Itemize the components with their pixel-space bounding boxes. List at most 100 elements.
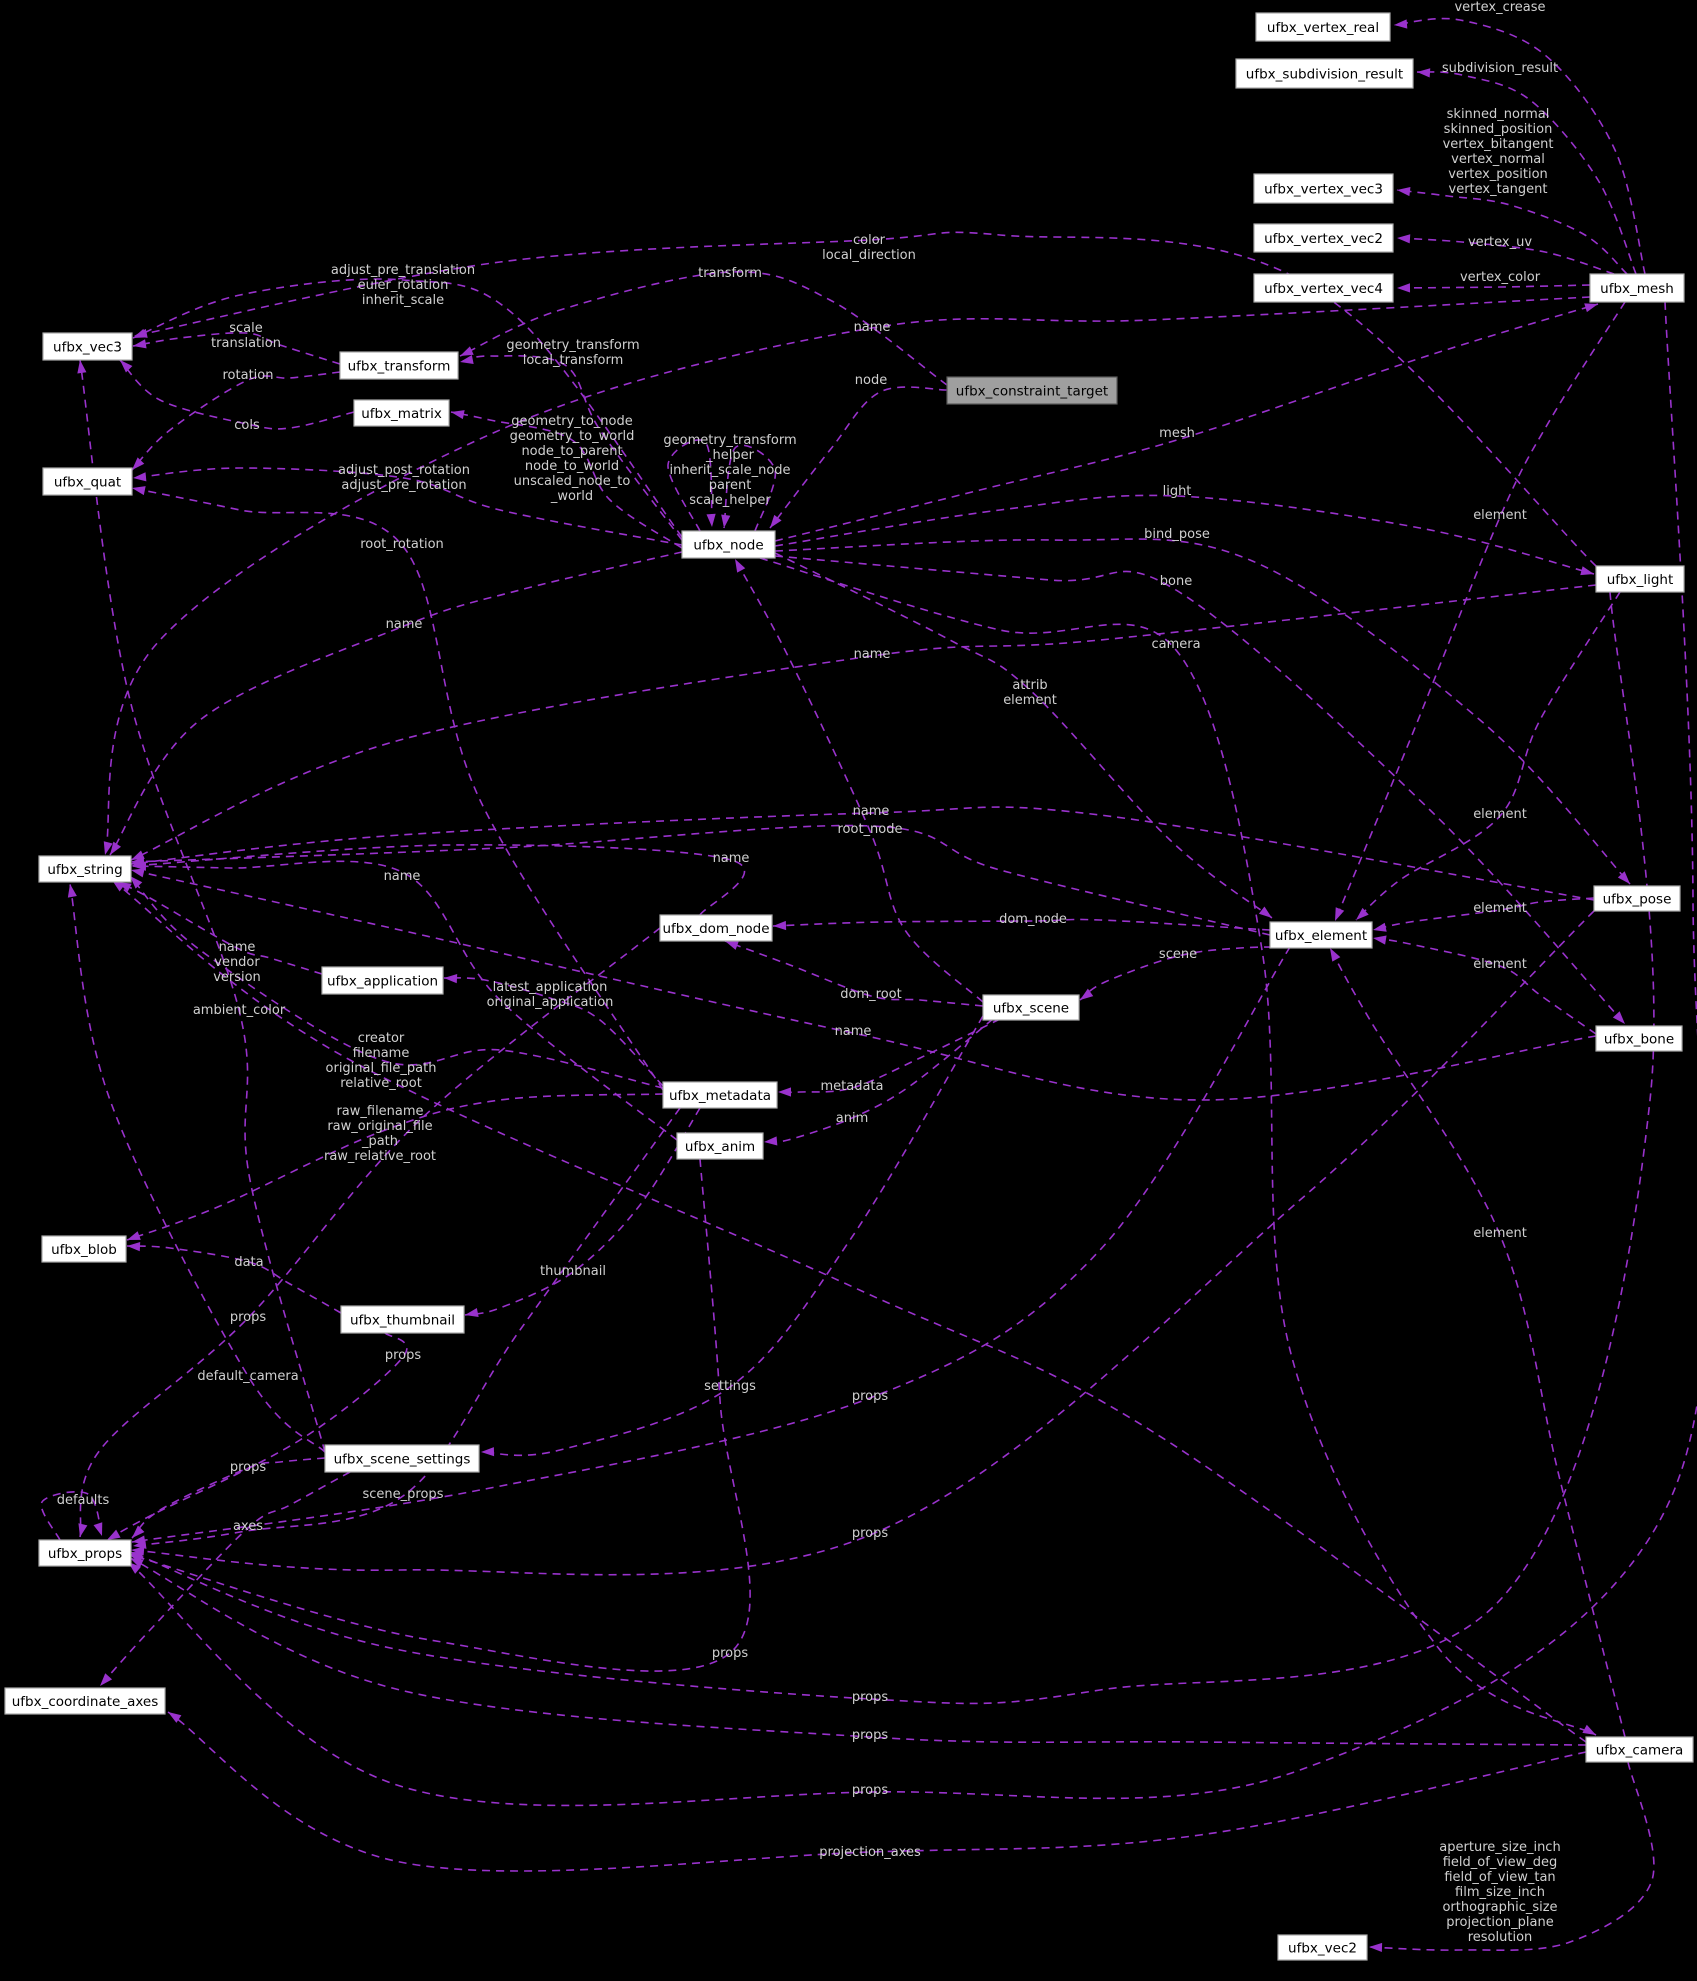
node-ufbx_dom_node[interactable]: ufbx_dom_node xyxy=(659,914,773,942)
arrowhead-ufbx_string xyxy=(131,856,145,867)
node-ufbx_element[interactable]: ufbx_element xyxy=(1269,921,1373,949)
node-label-ufbx_constraint_target: ufbx_constraint_target xyxy=(956,384,1108,400)
node-ufbx_subdivision_result[interactable]: ufbx_subdivision_result xyxy=(1235,58,1414,89)
edge-ufbx_scene_settings-to-ufbx_coordinate_axes xyxy=(99,1471,351,1687)
edge-ufbx_mesh-to-ufbx_subdivision_result xyxy=(1416,71,1637,275)
node-ufbx_anim[interactable]: ufbx_anim xyxy=(676,1132,764,1160)
node-ufbx_vec3[interactable]: ufbx_vec3 xyxy=(42,332,133,361)
edge-ufbx_node-to-ufbx_pose xyxy=(774,538,1631,885)
node-ufbx_blob[interactable]: ufbx_blob xyxy=(41,1235,127,1263)
node-label-ufbx_light: ufbx_light xyxy=(1607,572,1674,588)
arrowhead-ufbx_dom_node xyxy=(725,941,739,950)
edge-label-vertex_color: vertex_color xyxy=(1460,270,1541,285)
node-label-ufbx_subdivision_result: ufbx_subdivision_result xyxy=(1246,67,1403,83)
node-label-ufbx_string: ufbx_string xyxy=(47,862,122,878)
edge-ufbx_matrix-to-ufbx_vec3 xyxy=(119,359,355,430)
edge-ufbx_node-to-ufbx_node xyxy=(723,444,777,532)
node-ufbx_vertex_vec2[interactable]: ufbx_vertex_vec2 xyxy=(1253,223,1394,253)
arrowhead-ufbx_vec3 xyxy=(120,360,133,373)
arrowhead-ufbx_props xyxy=(133,1539,147,1549)
arrowhead-ufbx_blob xyxy=(127,1231,141,1240)
node-ufbx_quat[interactable]: ufbx_quat xyxy=(42,467,133,496)
node-label-ufbx_element: ufbx_element xyxy=(1275,928,1367,944)
arrowhead-ufbx_pose xyxy=(1617,871,1630,884)
node-ufbx_node[interactable]: ufbx_node xyxy=(681,530,776,559)
node-label-ufbx_vec3: ufbx_vec3 xyxy=(53,340,122,356)
edge-ufbx_node-to-ufbx_transform xyxy=(459,355,683,541)
node-ufbx_vertex_vec3[interactable]: ufbx_vertex_vec3 xyxy=(1253,173,1394,204)
node-ufbx_scene[interactable]: ufbx_scene xyxy=(982,994,1080,1021)
node-ufbx_transform[interactable]: ufbx_transform xyxy=(339,351,459,380)
edge-ufbx_metadata-to-ufbx_thumbnail xyxy=(464,1107,701,1316)
node-ufbx_props[interactable]: ufbx_props xyxy=(38,1539,132,1567)
node-ufbx_vertex_real[interactable]: ufbx_vertex_real xyxy=(1255,12,1391,42)
edge-ufbx_node-to-ufbx_camera xyxy=(759,557,1597,1736)
node-label-ufbx_thumbnail: ufbx_thumbnail xyxy=(350,1313,455,1329)
edge-label-metadata: metadata xyxy=(820,1079,883,1094)
arrowhead-ufbx_application xyxy=(444,974,458,984)
edge-ufbx_mesh-to-ufbx_vertex_real xyxy=(1393,17,1646,275)
edge-label-camera: camera xyxy=(1151,637,1200,652)
edge-ufbx_thumbnail-to-ufbx_blob xyxy=(126,1245,342,1314)
edge-label-name: name xyxy=(384,869,421,884)
node-ufbx_thumbnail[interactable]: ufbx_thumbnail xyxy=(340,1305,465,1334)
node-ufbx_metadata[interactable]: ufbx_metadata xyxy=(662,1081,778,1109)
edge-ufbx_camera-to-ufbx_props xyxy=(129,1557,1587,1746)
edge-ufbx_scene-to-ufbx_metadata xyxy=(777,1018,1001,1094)
arrowhead-ufbx_element xyxy=(1335,907,1345,921)
edge-label-props: props xyxy=(712,1646,749,1661)
edge-label-props: props xyxy=(230,1460,267,1475)
node-ufbx_bone[interactable]: ufbx_bone xyxy=(1595,1025,1683,1052)
node-ufbx_application[interactable]: ufbx_application xyxy=(321,966,444,995)
edge-ufbx_node-to-ufbx_element xyxy=(774,552,1273,919)
edge-ufbx_metadata-to-ufbx_props xyxy=(132,1107,681,1547)
arrowhead-ufbx_bone xyxy=(1612,1011,1625,1024)
edge-label-element: element xyxy=(1473,1226,1527,1241)
node-ufbx_scene_settings[interactable]: ufbx_scene_settings xyxy=(324,1444,480,1473)
edge-label-name: name xyxy=(854,647,891,662)
arrowhead-ufbx_props xyxy=(107,1529,121,1540)
node-ufbx_string[interactable]: ufbx_string xyxy=(38,855,132,883)
edge-label-ambient_color: ambient_color xyxy=(193,1003,286,1018)
node-ufbx_pose[interactable]: ufbx_pose xyxy=(1593,885,1681,912)
node-ufbx_constraint_target[interactable]: ufbx_constraint_target xyxy=(946,376,1118,405)
arrowhead-ufbx_transform xyxy=(460,354,474,364)
arrowhead-ufbx_node xyxy=(735,559,746,573)
node-label-ufbx_scene_settings: ufbx_scene_settings xyxy=(334,1452,471,1468)
edge-ufbx_node-to-ufbx_matrix xyxy=(450,411,683,549)
edge-ufbx_scene_settings-to-ufbx_props xyxy=(131,1457,326,1539)
node-ufbx_light[interactable]: ufbx_light xyxy=(1595,565,1685,593)
edge-label-root_rotation: root_rotation xyxy=(360,537,444,552)
node-ufbx_coordinate_axes[interactable]: ufbx_coordinate_axes xyxy=(4,1687,166,1715)
node-ufbx_vertex_vec4[interactable]: ufbx_vertex_vec4 xyxy=(1253,273,1394,303)
arrowhead-ufbx_node xyxy=(770,514,782,528)
node-ufbx_vec2[interactable]: ufbx_vec2 xyxy=(1277,1934,1368,1961)
node-label-ufbx_metadata: ufbx_metadata xyxy=(669,1088,771,1104)
edge-ufbx_scene-to-ufbx_anim xyxy=(763,1018,994,1144)
node-ufbx_mesh[interactable]: ufbx_mesh xyxy=(1589,273,1685,303)
edge-label-root_node: root_node xyxy=(837,822,902,837)
edge-label-element: element xyxy=(1473,957,1527,972)
edge-ufbx_transform-to-ufbx_quat xyxy=(131,371,341,471)
node-label-ufbx_quat: ufbx_quat xyxy=(54,475,121,491)
edge-ufbx_scene_settings-to-ufbx_vec3 xyxy=(79,359,326,1453)
arrowhead-ufbx_node xyxy=(721,514,731,528)
edge-ufbx_pose-to-ufbx_string xyxy=(130,806,1595,901)
edge-label-node: node xyxy=(855,373,887,388)
arrowhead-ufbx_element xyxy=(1356,907,1369,920)
edge-ufbx_element-to-ufbx_string xyxy=(130,824,1271,936)
edge-ufbx_camera-to-ufbx_vec2 xyxy=(1368,1761,1655,1951)
edge-label-mesh: mesh xyxy=(1159,426,1195,441)
edge-ufbx_bone-to-ufbx_string xyxy=(130,869,1597,1101)
node-ufbx_matrix[interactable]: ufbx_matrix xyxy=(353,399,450,427)
edge-ufbx_element-to-ufbx_props xyxy=(131,946,1291,1543)
edge-label-props: props xyxy=(852,1526,889,1541)
node-ufbx_camera[interactable]: ufbx_camera xyxy=(1585,1736,1694,1763)
edge-ufbx_thumbnail-to-ufbx_props xyxy=(106,1332,408,1541)
arrowhead-ufbx_dom_node xyxy=(773,920,787,931)
